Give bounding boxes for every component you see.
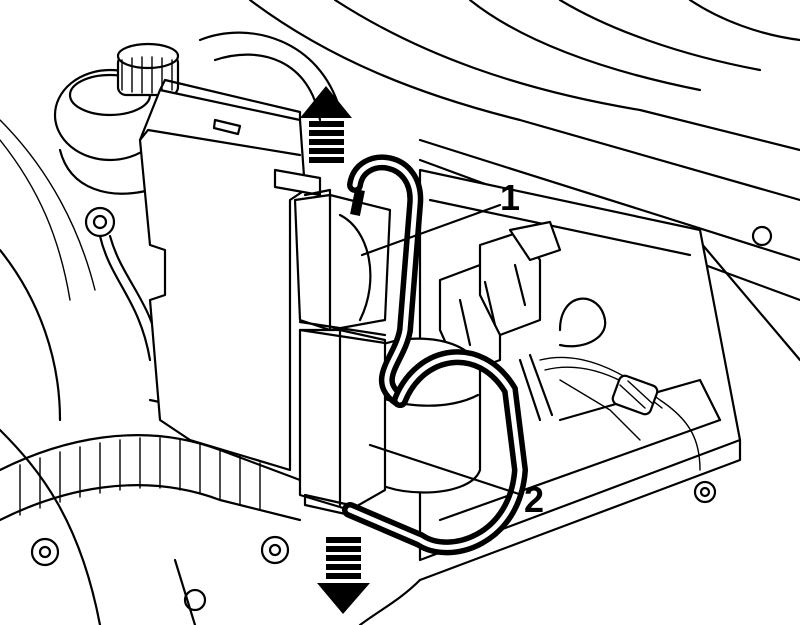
reservoir	[53, 31, 342, 195]
callout-leaders	[360, 203, 524, 497]
double-arrow-up-icon	[300, 86, 352, 163]
double-arrow-down-icon	[317, 537, 370, 614]
control-module	[138, 78, 322, 472]
callout-1: 1	[500, 177, 520, 218]
callout-2: 2	[524, 479, 544, 520]
wiring	[539, 297, 701, 471]
connector-plugs	[293, 188, 392, 517]
wiring-loop	[342, 154, 529, 556]
bolts-bottom	[30, 480, 717, 625]
